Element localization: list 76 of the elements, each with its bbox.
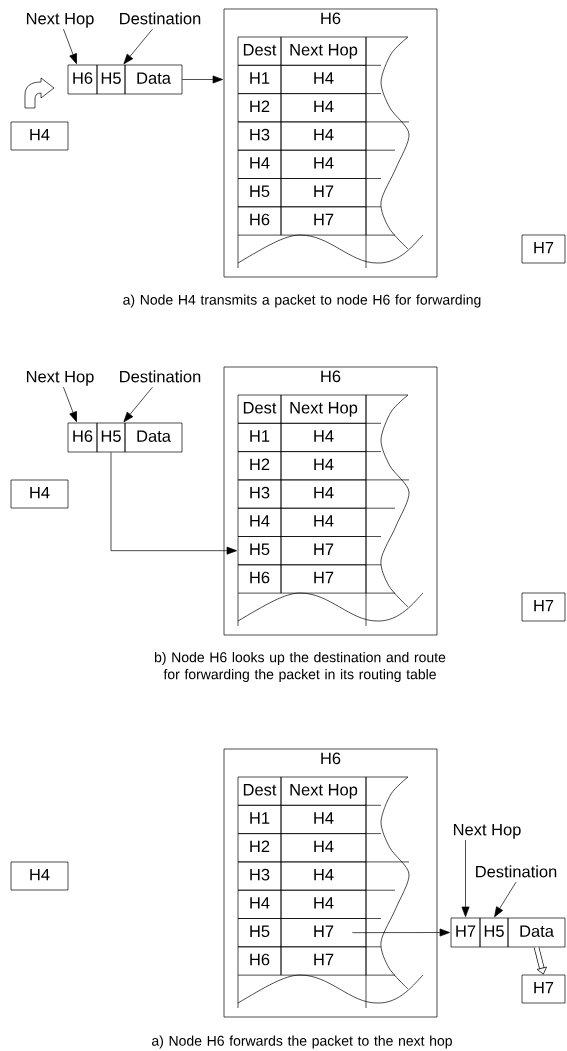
packet-field: H5 <box>96 64 126 95</box>
field-label: Destination <box>476 865 557 878</box>
table-cell: H5 <box>237 918 282 948</box>
table-cell: H4 <box>280 64 367 94</box>
table-cell: H3 <box>237 479 282 509</box>
table-cell: H1 <box>237 804 282 834</box>
panel-caption: a) Node H6 forwards the packet to the next hop <box>152 1035 452 1049</box>
hollow-arrow <box>533 946 547 975</box>
table-cell: H4 <box>237 149 282 179</box>
table-cell: H4 <box>280 149 367 179</box>
table-cell: Dest <box>237 394 282 424</box>
arrow <box>352 928 450 937</box>
leader-line <box>123 28 153 65</box>
packet-field: H6 <box>67 64 98 95</box>
table-cell: H7 <box>280 206 367 236</box>
arrow <box>182 75 223 84</box>
table-cell: H4 <box>280 804 367 834</box>
table-cell: H4 <box>280 507 367 537</box>
field-label: Next Hop <box>26 12 94 28</box>
field-label: Next Hop <box>453 823 521 839</box>
packet-field: H5 <box>479 917 509 948</box>
packet-field: H5 <box>96 422 126 453</box>
table-cell: H7 <box>280 946 367 976</box>
leader-line <box>494 881 517 918</box>
host-box: H4 <box>10 121 69 151</box>
leader-line <box>123 386 153 423</box>
table-cell: H5 <box>237 178 282 208</box>
table-cell: H4 <box>280 422 367 452</box>
table-cell: H7 <box>280 536 367 566</box>
table-cell: H2 <box>237 451 282 481</box>
table-cell: H4 <box>280 451 367 481</box>
host-box: H7 <box>521 974 566 1004</box>
table-cell: H2 <box>237 833 282 863</box>
table-cell: H4 <box>237 507 282 537</box>
table-cell: H4 <box>280 479 367 509</box>
table-cell: H2 <box>237 93 282 123</box>
packet-field: H6 <box>67 422 98 453</box>
field-label: Destination <box>120 12 201 25</box>
table-cell: H3 <box>237 121 282 151</box>
table-cell: H4 <box>280 833 367 863</box>
table-cell: H4 <box>280 121 367 151</box>
panel-caption: b) Node H6 looks up the destination and route for forwarding the packet in its routing table <box>155 652 446 683</box>
table-cell: H7 <box>280 564 367 594</box>
leader-line <box>63 28 77 65</box>
table-cell: H5 <box>237 536 282 566</box>
table-cell: H6 <box>237 946 282 976</box>
table-cell: Next Hop <box>280 394 367 424</box>
panel-caption: a) Node H4 transmits a packet to node H6 for forwarding <box>123 294 481 308</box>
table-cell: H7 <box>280 918 367 948</box>
table-cell: H4 <box>280 861 367 891</box>
table-cell: Dest <box>237 36 282 66</box>
table-cell: Dest <box>237 776 282 806</box>
leader-line <box>63 386 77 423</box>
packet-field: Data <box>124 64 183 95</box>
table-cell: H7 <box>280 178 367 208</box>
table-cell: H4 <box>280 93 367 123</box>
host-box: H7 <box>521 234 566 264</box>
table-cell: H4 <box>280 889 367 919</box>
table-cell: Next Hop <box>280 776 367 806</box>
table-cell: H4 <box>237 889 282 919</box>
table-cell: H6 <box>237 206 282 236</box>
packet-field: Data <box>507 917 566 948</box>
host-box: H4 <box>10 479 69 509</box>
table-cell: H1 <box>237 64 282 94</box>
field-label: Destination <box>120 370 201 383</box>
table-cell: H3 <box>237 861 282 891</box>
leader-line <box>461 839 470 917</box>
packet-field: Data <box>124 422 183 453</box>
packet-field: H7 <box>450 917 481 948</box>
table-cell: H1 <box>237 422 282 452</box>
field-label: Next Hop <box>26 370 94 386</box>
arrow <box>110 452 237 555</box>
table-cell: H6 <box>237 564 282 594</box>
table-cell: Next Hop <box>280 36 367 66</box>
host-box: H4 <box>10 861 69 891</box>
host-box: H7 <box>521 592 566 622</box>
